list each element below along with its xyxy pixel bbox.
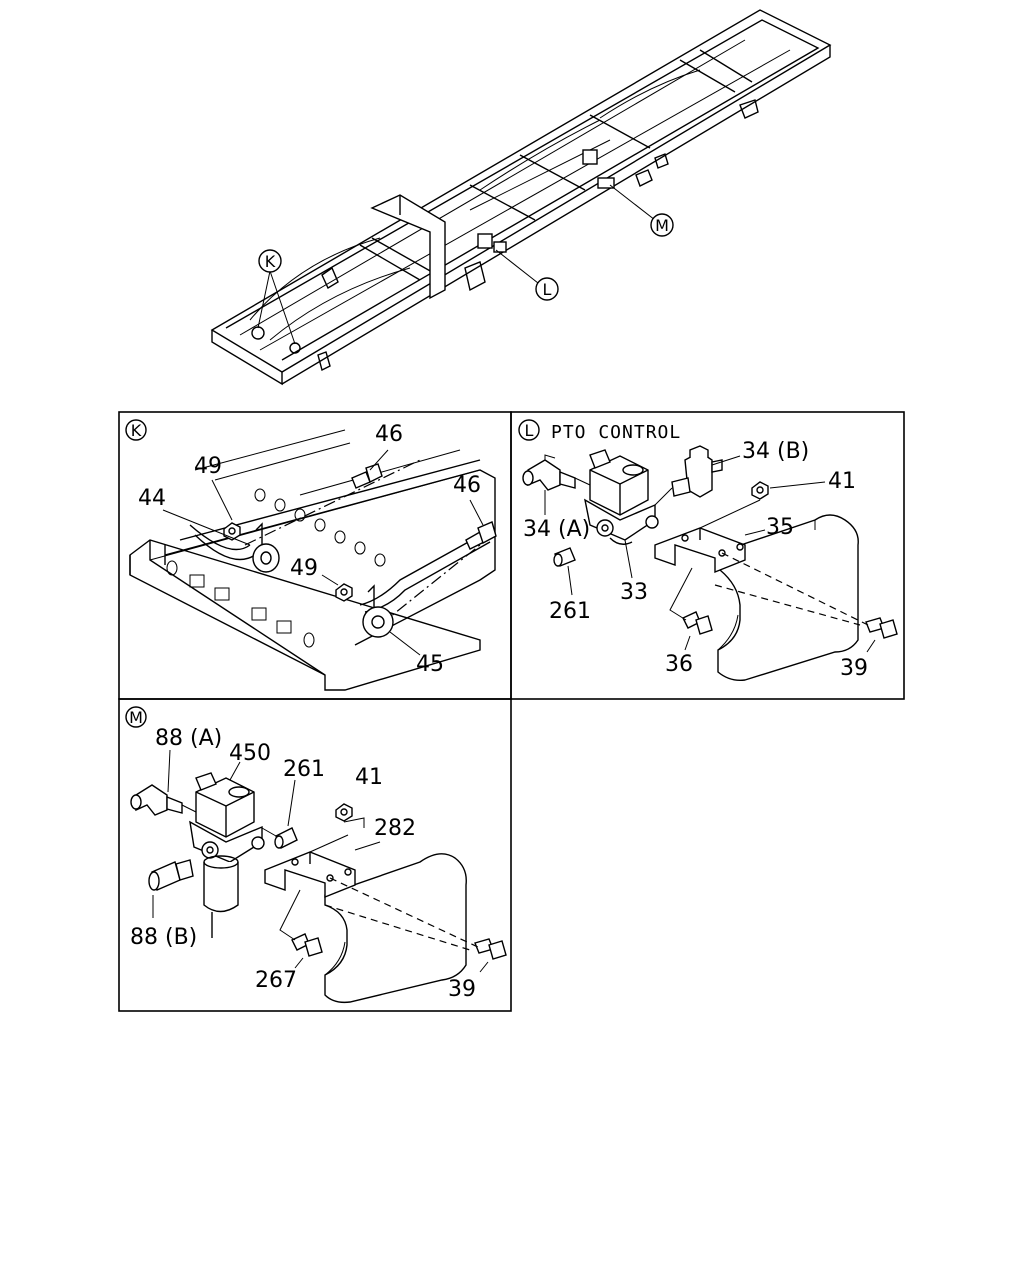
- panel-l-badge: L: [518, 419, 540, 441]
- overview-callout-l[interactable]: L: [535, 277, 559, 301]
- svg-text:M: M: [129, 708, 143, 727]
- callout-l-letter: L: [543, 280, 552, 299]
- bolt-part-39-m[interactable]: [474, 938, 507, 960]
- label-35: 35: [766, 515, 794, 540]
- overview-callout-k[interactable]: K: [258, 249, 282, 273]
- svg-text:L: L: [525, 421, 534, 440]
- nut-part-41-m[interactable]: [335, 803, 353, 822]
- label-88a: 88 (A): [155, 726, 222, 751]
- bolt-part-39[interactable]: [865, 617, 898, 639]
- plug-part-261[interactable]: [553, 547, 576, 567]
- label-88b: 88 (B): [130, 925, 197, 950]
- label-36: 36: [665, 652, 693, 677]
- label-46-upper: 46: [375, 422, 403, 447]
- label-49-upper: 49: [194, 454, 222, 479]
- bolt-part-267[interactable]: [291, 933, 323, 957]
- label-44: 44: [138, 486, 166, 511]
- label-261: 261: [549, 599, 591, 624]
- label-282: 282: [374, 816, 416, 841]
- label-39: 39: [840, 656, 868, 681]
- label-45: 45: [416, 652, 444, 677]
- bolt-part-36[interactable]: [682, 611, 713, 635]
- panel-l-title: PTO CONTROL: [551, 422, 681, 443]
- solenoid-valve-part-33[interactable]: [584, 449, 659, 545]
- plug-part-261-m[interactable]: [274, 827, 298, 849]
- callout-k-letter: K: [265, 252, 276, 271]
- callout-m-letter: M: [655, 216, 669, 235]
- label-46-lower: 46: [453, 473, 481, 498]
- chassis-overview: [210, 9, 832, 386]
- solenoid-valve-part-450[interactable]: [189, 772, 265, 938]
- panel-m-frame: [118, 698, 512, 1012]
- label-41-m: 41: [355, 765, 383, 790]
- elbow-fitting-part-34a[interactable]: [522, 454, 576, 491]
- panel-m: M: [125, 706, 507, 1004]
- elbow-fitting-part-88a[interactable]: [130, 784, 183, 816]
- overview-callout-m[interactable]: M: [650, 213, 674, 237]
- label-33: 33: [620, 580, 648, 605]
- bracket-part-282[interactable]: [264, 851, 356, 899]
- bolt-part-46-upper[interactable]: [351, 463, 383, 489]
- label-49-lower: 49: [290, 556, 318, 581]
- bolt-part-46-lower[interactable]: [465, 521, 497, 550]
- clamp-part-45[interactable]: [362, 584, 394, 638]
- label-450: 450: [229, 741, 271, 766]
- nut-part-41[interactable]: [751, 481, 769, 500]
- panel-l-frame: [510, 411, 905, 700]
- clamp-part-44[interactable]: [252, 522, 280, 573]
- panel-m-badge: M: [125, 706, 147, 728]
- label-39-m: 39: [448, 977, 476, 1002]
- tee-fitting-part-34b[interactable]: [671, 445, 723, 498]
- label-34a: 34 (A): [523, 517, 590, 542]
- panel-l: L PTO CONTROL: [518, 419, 898, 682]
- bracket-part-35[interactable]: [654, 527, 746, 574]
- label-34b: 34 (B): [742, 439, 809, 464]
- panel-k-badge: K: [125, 419, 147, 441]
- label-261-m: 261: [283, 757, 325, 782]
- label-267: 267: [255, 968, 297, 993]
- label-41: 41: [828, 469, 856, 494]
- svg-text:K: K: [131, 421, 142, 440]
- fitting-part-88b[interactable]: [148, 859, 194, 891]
- nut-part-49-lower[interactable]: [335, 583, 353, 602]
- panel-k: K: [125, 419, 497, 691]
